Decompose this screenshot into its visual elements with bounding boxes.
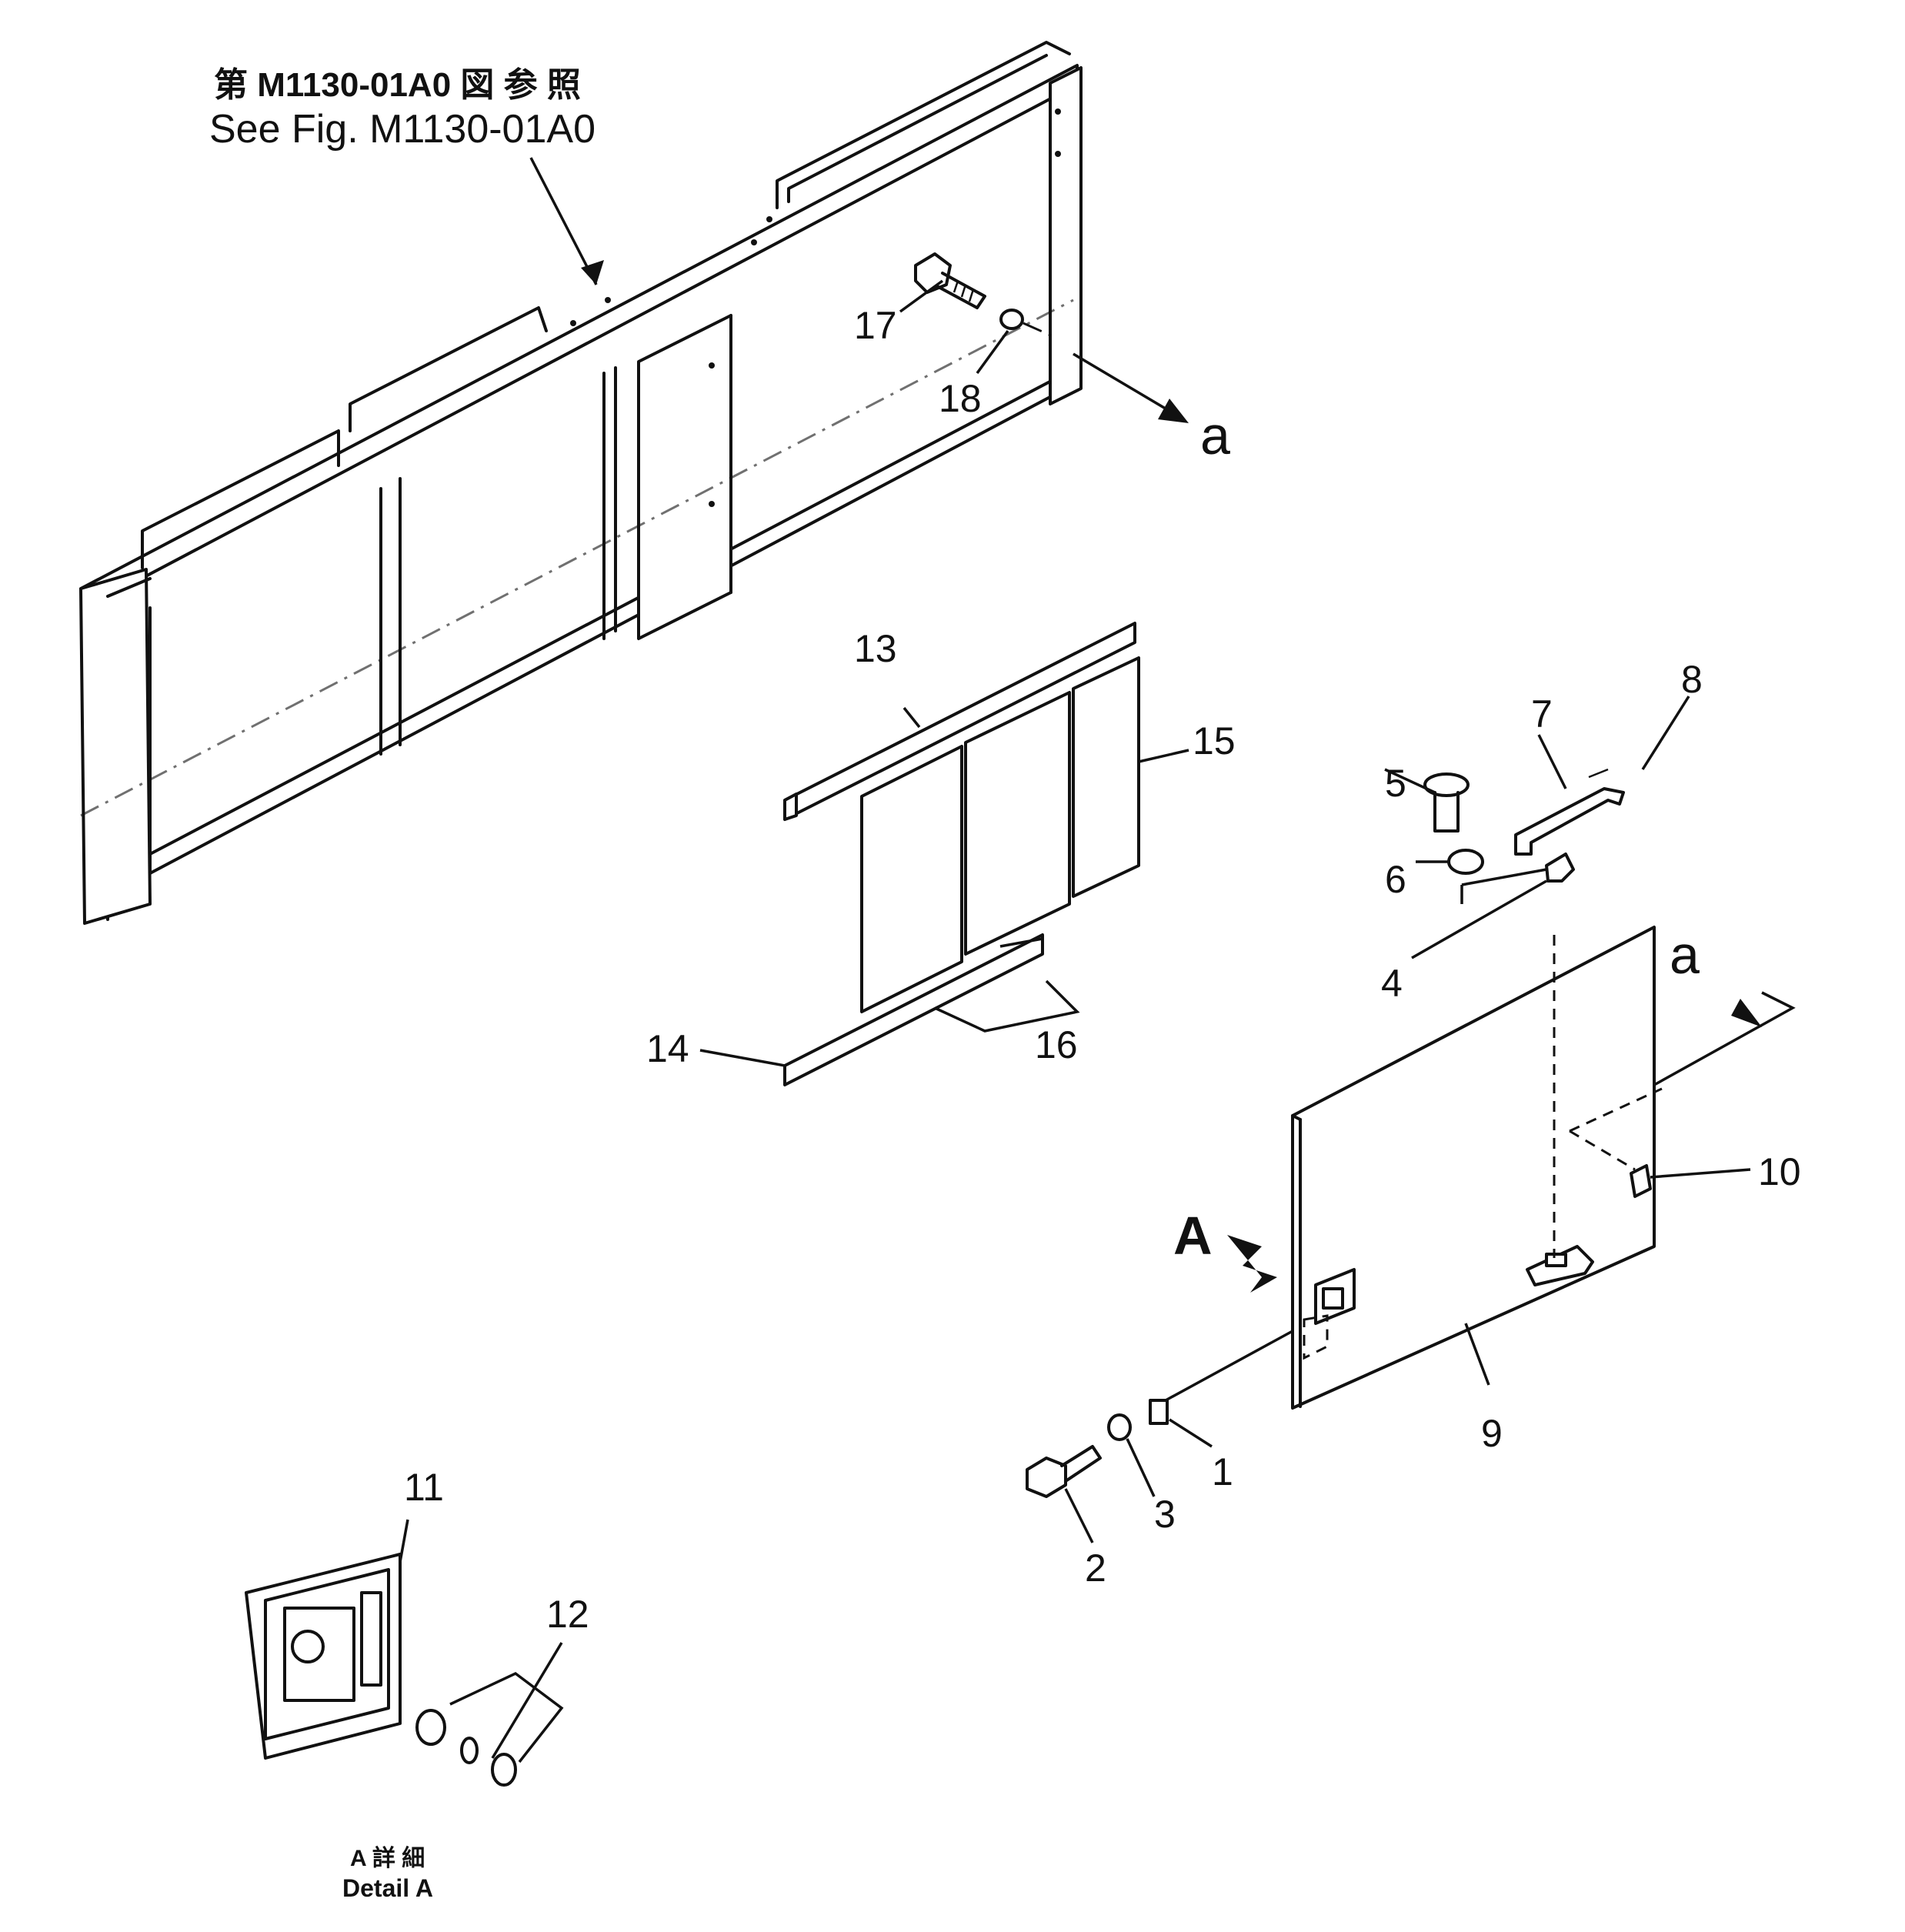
- ring-12b: [460, 1737, 479, 1764]
- washer-3: [1107, 1413, 1132, 1441]
- washer-18: [999, 309, 1024, 330]
- callout-10: 10: [1758, 1150, 1801, 1193]
- handle-7: [1514, 787, 1625, 856]
- detail-en: Detail A: [342, 1874, 433, 1902]
- callout-3: 3: [1154, 1493, 1176, 1536]
- washer-6: [1447, 849, 1484, 875]
- callout-7: 7: [1531, 692, 1553, 736]
- view-a-arrow: [1227, 1235, 1277, 1293]
- detail-a-lock: [245, 1553, 402, 1760]
- callout-5: 5: [1385, 762, 1406, 805]
- reference-en: See Fig. M1130-01A0: [209, 107, 596, 152]
- callout-17: 17: [854, 304, 897, 347]
- bolt-17: [914, 252, 986, 309]
- detail-jp: A 詳 細: [350, 1845, 425, 1871]
- callout-6: 6: [1385, 858, 1406, 901]
- plug-12c: [491, 1753, 517, 1787]
- callout-1: 1: [1212, 1450, 1233, 1493]
- callout-18: 18: [939, 377, 982, 420]
- arrow-a-head: [1158, 399, 1189, 423]
- nut-12a: [415, 1709, 446, 1746]
- main-frame: [79, 41, 1083, 925]
- callout-16: 16: [1035, 1023, 1078, 1066]
- reference-jp: 第 M1130-01A0 図 参 照: [214, 66, 581, 104]
- callout-11: 11: [404, 1466, 444, 1509]
- leader-lines: [399, 279, 1751, 1763]
- bolt-2: [1026, 1445, 1102, 1498]
- arrow-a-line: [1073, 352, 1178, 417]
- label-a-right: a: [1670, 925, 1700, 985]
- pad-assembly: [783, 622, 1140, 1086]
- callout-12: 12: [546, 1593, 589, 1636]
- reference-arrow-line: [529, 157, 598, 285]
- callout-15: 15: [1193, 719, 1236, 762]
- callout-8: 8: [1681, 658, 1703, 701]
- callout-2: 2: [1085, 1547, 1106, 1590]
- callout-9: 9: [1481, 1412, 1503, 1455]
- callout-14: 14: [646, 1027, 689, 1070]
- hinge-4: [1545, 853, 1575, 883]
- pin-8: [1588, 768, 1609, 779]
- callout-numbers: 1 2 3 4 5 6 7 8 9 10 11 12 13 14 15 16 1…: [404, 304, 1801, 1636]
- reference-arrow-head: [581, 260, 604, 285]
- label-view-a: A: [1173, 1206, 1213, 1266]
- callout-4: 4: [1381, 962, 1403, 1005]
- label-a-top: a: [1200, 405, 1230, 465]
- cover-9: [1291, 926, 1656, 1410]
- screw-5: [1423, 772, 1470, 833]
- callout-13: 13: [854, 627, 897, 670]
- nut-1: [1149, 1399, 1169, 1425]
